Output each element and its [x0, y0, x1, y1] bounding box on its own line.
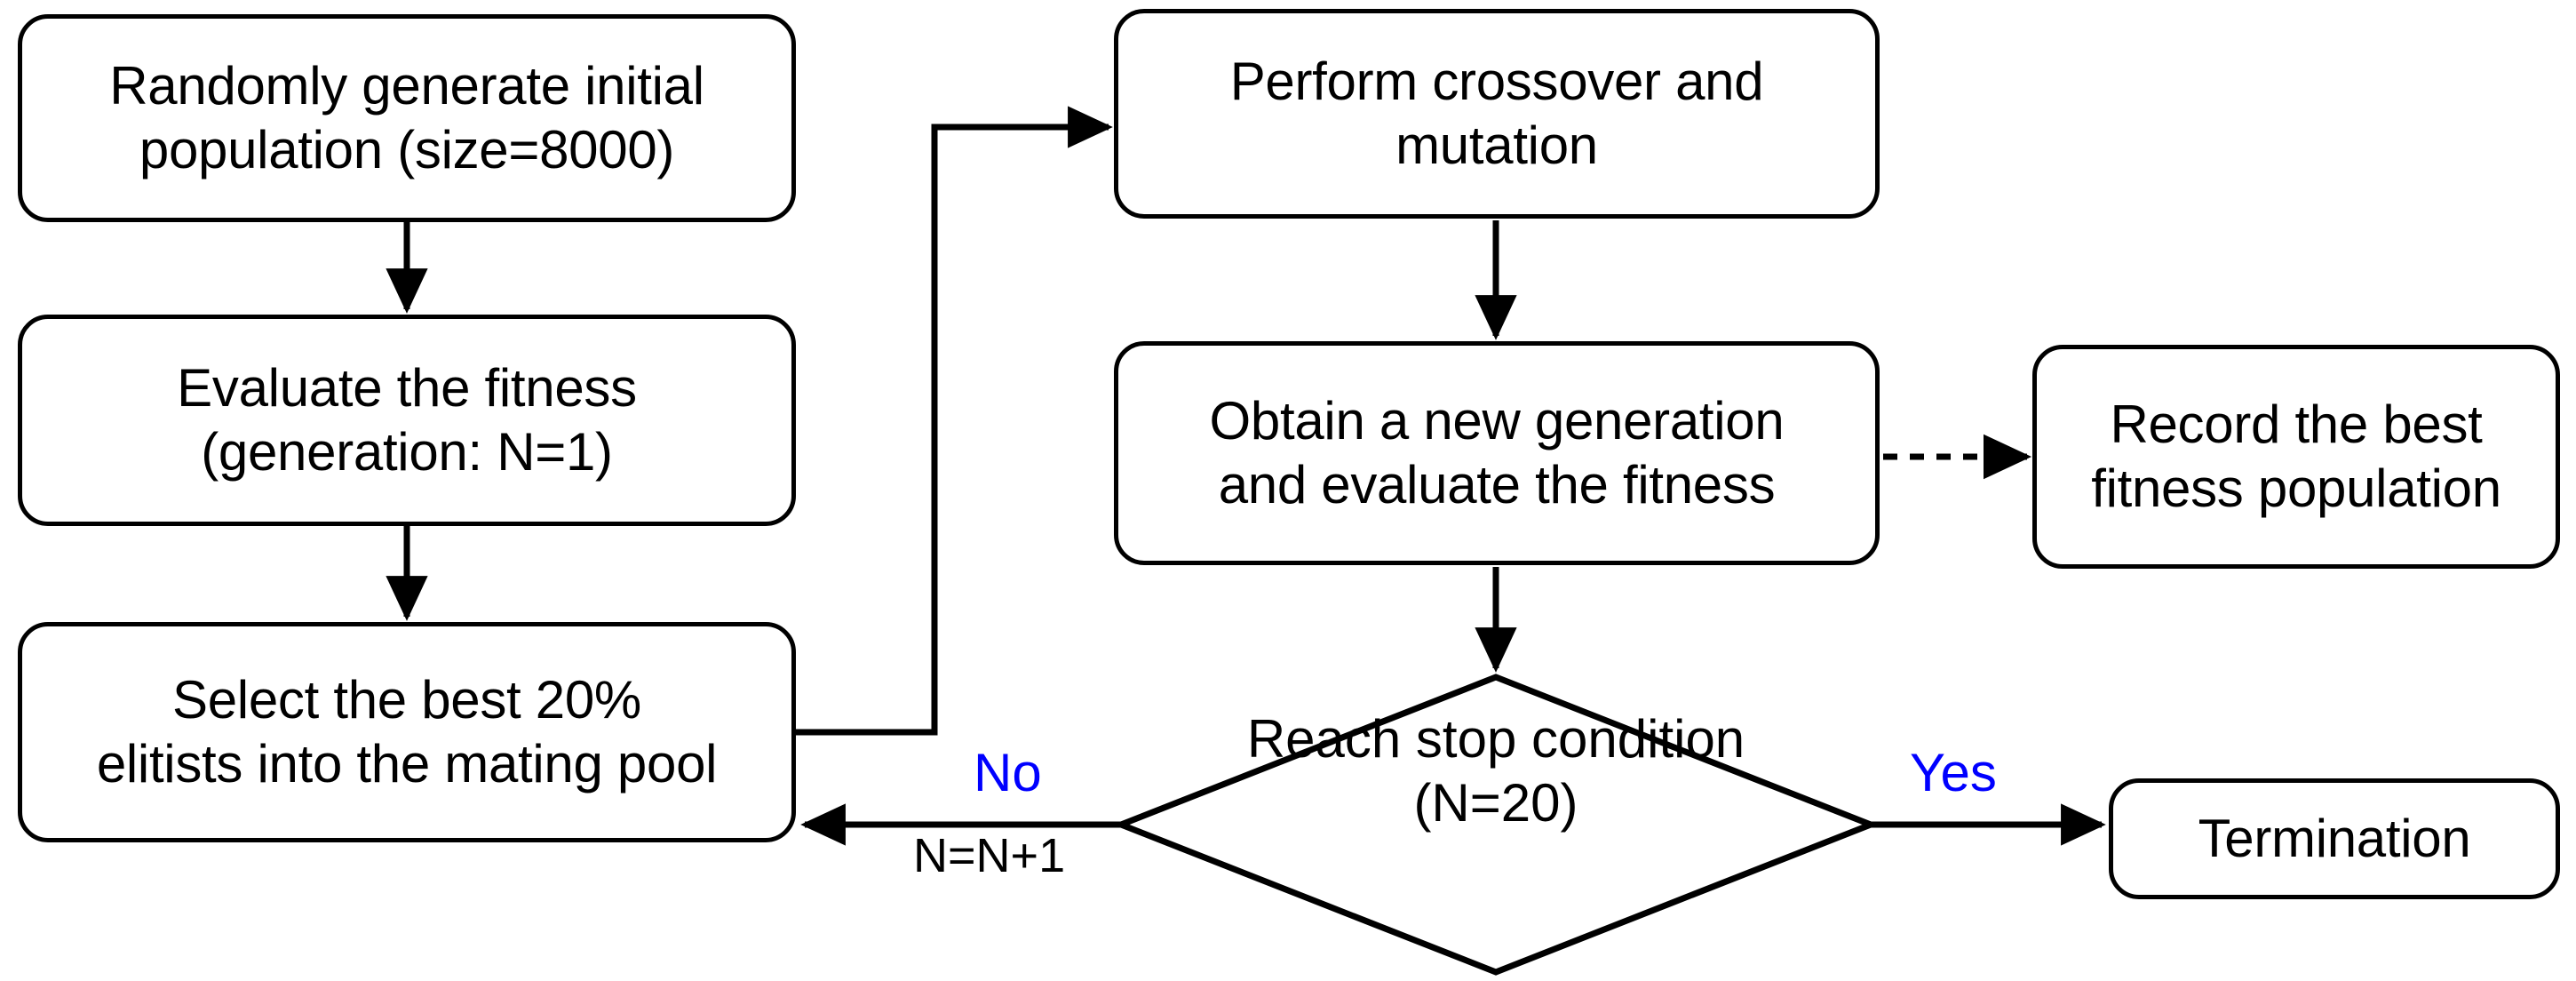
node-select-line1: Select the best 20%: [172, 670, 641, 730]
node-perform-crossover-and-mutation[interactable]: Perform crossover and mutation: [1114, 9, 1880, 219]
edge-select-to-crossover: [796, 106, 1113, 736]
node-select-best-elitists[interactable]: Select the best 20% elitists into the ma…: [18, 622, 796, 842]
node-init-line1: Randomly generate initial: [109, 56, 704, 116]
node-termination-line1: Termination: [2198, 809, 2471, 868]
node-record-best-fitness-population[interactable]: Record the best fitness population: [2032, 345, 2560, 569]
edge-label-n-equals-n-plus-1: N=N+1: [913, 829, 1066, 882]
node-randomly-generate-initial-population[interactable]: Randomly generate initial population (si…: [18, 14, 796, 222]
node-obtain-line1: Obtain a new generation: [1209, 391, 1785, 451]
node-evaluate-the-fitness[interactable]: Evaluate the fitness (generation: N=1): [18, 315, 796, 526]
node-record-line2: fitness population: [2091, 459, 2501, 518]
node-termination[interactable]: Termination: [2109, 778, 2560, 899]
node-obtain-new-generation[interactable]: Obtain a new generation and evaluate the…: [1114, 341, 1880, 565]
node-crossover-line2: mutation: [1395, 116, 1598, 175]
decision-diamond: [1112, 674, 1880, 976]
node-evaluate-line1: Evaluate the fitness: [177, 358, 637, 418]
edge-label-yes: Yes: [1910, 743, 1997, 802]
node-crossover-line1: Perform crossover and: [1229, 52, 1764, 111]
node-init-line2: population (size=8000): [139, 120, 675, 179]
node-select-line2: elitists into the mating pool: [96, 734, 718, 794]
node-obtain-line2: and evaluate the fitness: [1218, 455, 1776, 514]
edge-label-no: No: [974, 743, 1042, 802]
node-record-line1: Record the best: [2110, 395, 2483, 454]
node-evaluate-line2: (generation: N=1): [201, 422, 613, 482]
